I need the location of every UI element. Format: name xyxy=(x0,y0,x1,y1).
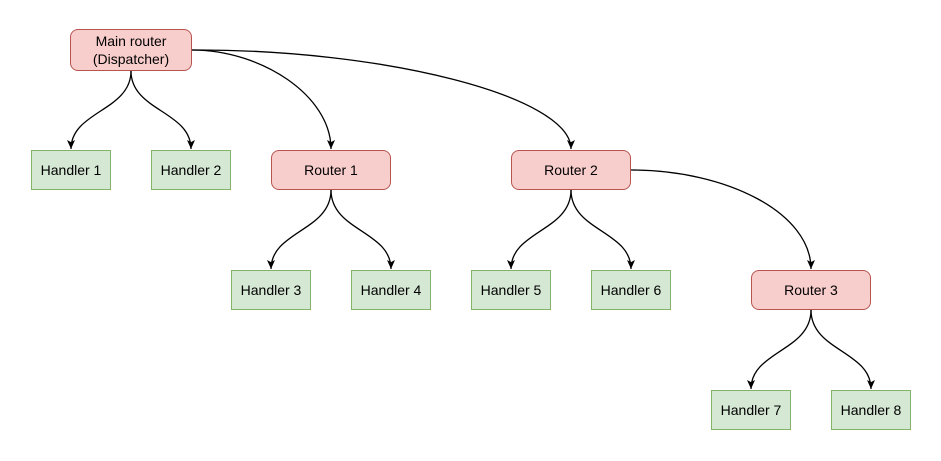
node-handler-4: Handler 4 xyxy=(351,270,431,310)
node-router-2: Router 2 xyxy=(511,150,631,190)
node-main-router: Main router (Dispatcher) xyxy=(70,29,192,71)
node-label: Handler 3 xyxy=(240,282,302,298)
edge-main-router-to-handler-2 xyxy=(130,70,195,150)
node-handler-5: Handler 5 xyxy=(471,270,551,310)
node-handler-6: Handler 6 xyxy=(591,270,671,310)
node-label: Handler 6 xyxy=(600,282,662,298)
edge-router-2-to-handler-6 xyxy=(570,189,635,270)
edge-router-1-to-handler-3 xyxy=(267,189,332,270)
edge-router-2-to-router-3 xyxy=(630,169,815,270)
edge-router-3-to-handler-8 xyxy=(810,309,875,390)
node-sublabel: (Dispatcher) xyxy=(92,51,170,67)
node-label: Main router xyxy=(95,33,167,49)
edge-router-1-to-handler-4 xyxy=(330,189,395,270)
edge-main-router-to-router-1 xyxy=(191,49,335,150)
node-label: Handler 2 xyxy=(160,162,222,178)
node-label: Handler 7 xyxy=(720,402,782,418)
node-router-1: Router 1 xyxy=(271,150,391,190)
node-handler-8: Handler 8 xyxy=(831,390,911,430)
node-label: Handler 8 xyxy=(840,402,902,418)
node-router-3: Router 3 xyxy=(751,270,871,310)
node-handler-2: Handler 2 xyxy=(151,150,231,190)
node-handler-7: Handler 7 xyxy=(711,390,791,430)
node-label: Handler 1 xyxy=(40,162,102,178)
edge-router-2-to-handler-5 xyxy=(507,189,572,270)
node-handler-1: Handler 1 xyxy=(31,150,111,190)
node-handler-3: Handler 3 xyxy=(231,270,311,310)
node-label: Handler 5 xyxy=(480,282,542,298)
node-label: Router 2 xyxy=(544,162,598,178)
node-label: Router 3 xyxy=(784,282,838,298)
edge-main-router-to-router-2 xyxy=(191,49,575,150)
edge-main-router-to-handler-1 xyxy=(67,70,132,150)
node-label: Router 1 xyxy=(304,162,358,178)
edge-router-3-to-handler-7 xyxy=(747,309,812,390)
node-label: Handler 4 xyxy=(360,282,422,298)
